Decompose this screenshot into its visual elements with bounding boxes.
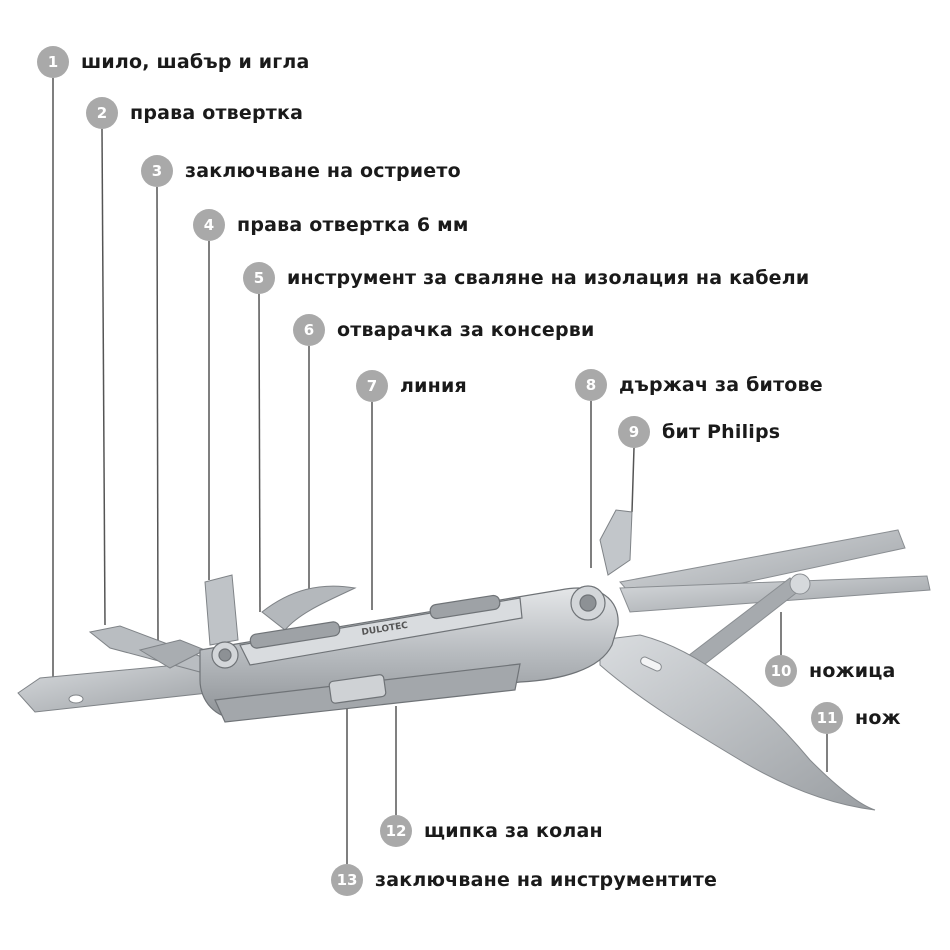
callout-label: отварачка за консерви — [337, 319, 595, 341]
callout-number: 12 — [380, 815, 412, 847]
callout-number: 9 — [618, 416, 650, 448]
callout-number: 11 — [811, 702, 843, 734]
leader-line-9 — [631, 447, 635, 513]
callout-number: 3 — [141, 155, 173, 187]
callout-2: 2 права отвертка — [86, 97, 303, 129]
leader-lines — [52, 78, 828, 864]
callout-5: 5 инструмент за сваляне на изолация на к… — [243, 262, 809, 294]
callout-label: линия — [400, 375, 467, 397]
callout-number: 1 — [37, 46, 69, 78]
left-tools — [17, 509, 633, 713]
callout-label: права отвертка — [130, 102, 304, 124]
callout-label: бит Philips — [662, 421, 781, 443]
multitool-handle — [199, 585, 619, 723]
callout-number: 4 — [193, 209, 225, 241]
callout-6: 6 отварачка за консерви — [293, 314, 595, 346]
callout-label: щипка за колан — [424, 820, 603, 842]
callout-9: 9 бит Philips — [618, 416, 780, 448]
leader-line-2 — [101, 128, 106, 626]
callout-number: 6 — [293, 314, 325, 346]
scissors — [619, 529, 931, 669]
callout-7: 7 линия — [356, 370, 467, 402]
callout-label: заключване на острието — [185, 160, 461, 182]
leader-line-5 — [258, 293, 261, 613]
callout-11: 11 нож — [811, 702, 901, 734]
knife-blade — [599, 634, 876, 811]
callout-number: 13 — [331, 864, 363, 896]
callout-label: държач за битове — [619, 374, 823, 396]
leader-line-3 — [156, 186, 159, 644]
callout-number: 10 — [765, 655, 797, 687]
callout-label: заключване на инструментите — [375, 869, 718, 891]
callout-label: ножица — [809, 660, 896, 682]
callout-number: 7 — [356, 370, 388, 402]
callout-3: 3 заключване на острието — [141, 155, 461, 187]
callout-number: 2 — [86, 97, 118, 129]
callout-4: 4 права отвертка 6 мм — [193, 209, 469, 241]
callout-label: шило, шабър и игла — [81, 51, 310, 73]
callout-label: инструмент за сваляне на изолация на каб… — [287, 267, 810, 289]
callout-13: 13 заключване на инструментите — [331, 864, 717, 896]
callout-8: 8 държач за битове — [575, 369, 823, 401]
callout-number: 8 — [575, 369, 607, 401]
callout-label: нож — [855, 707, 901, 729]
callout-12: 12 щипка за колан — [380, 815, 603, 847]
callout-1: 1 шило, шабър и игла — [37, 46, 310, 78]
callout-label: права отвертка 6 мм — [237, 214, 469, 236]
callout-10: 10 ножица — [765, 655, 896, 687]
callout-number: 5 — [243, 262, 275, 294]
